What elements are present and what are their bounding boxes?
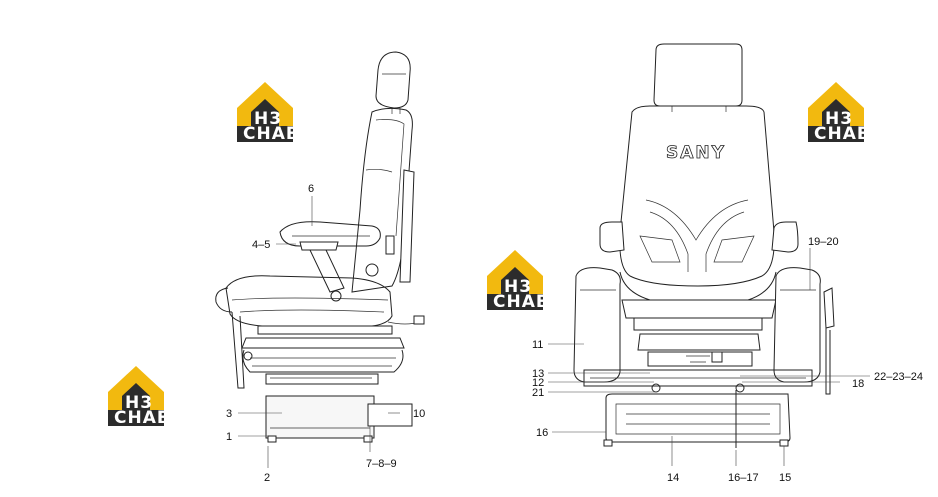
callout-label: 3 (226, 408, 232, 420)
watermark-logo: H3 СНАБ (237, 82, 300, 144)
front-callouts: 19–20 11 13 12 21 22–23–24 18 16 14 16–1… (532, 236, 923, 484)
callout-label: 6 (308, 183, 314, 195)
callout-label: 7–8–9 (366, 458, 397, 470)
callout-label: 4–5 (252, 239, 270, 251)
watermark-logo: H3 СНАБ (808, 82, 871, 144)
callout-label: 16 (536, 427, 548, 439)
callout-label: 2 (264, 472, 270, 484)
callout-label: 11 (532, 339, 543, 351)
callout-label: 22–23–24 (874, 371, 923, 383)
callout-label: 18 (852, 378, 864, 390)
callout-label: 1 (226, 431, 232, 443)
callout-label: 15 (779, 472, 791, 484)
logo-subtext: СНАБ (243, 124, 300, 144)
seat-front-view: SANY (573, 43, 835, 448)
logo-subtext: СНАБ (114, 408, 171, 428)
callout-label: 14 (667, 472, 679, 484)
watermark-logo: H3 СНАБ (487, 250, 550, 312)
callout-label: 19–20 (808, 236, 839, 248)
leader-lines (238, 196, 870, 468)
watermark-logo: H3 СНАБ (108, 366, 171, 428)
callout-label: 13 (532, 368, 544, 380)
callout-label: 21 (532, 387, 544, 399)
callout-label: 12 (532, 377, 544, 389)
side-callouts: 6 4–5 3 1 2 10 7–8–9 (226, 183, 425, 484)
logo-text: H3 (254, 109, 282, 129)
logo-subtext: СНАБ (814, 124, 871, 144)
logo-text: H3 (825, 109, 853, 129)
logo-text: H3 (504, 277, 532, 297)
callout-label: 16–17 (728, 472, 759, 484)
callout-label: 10 (413, 408, 425, 420)
logo-text: H3 (125, 393, 153, 413)
seat-side-view (215, 51, 425, 443)
logo-subtext: СНАБ (493, 292, 550, 312)
brand-label: SANY (666, 143, 726, 163)
